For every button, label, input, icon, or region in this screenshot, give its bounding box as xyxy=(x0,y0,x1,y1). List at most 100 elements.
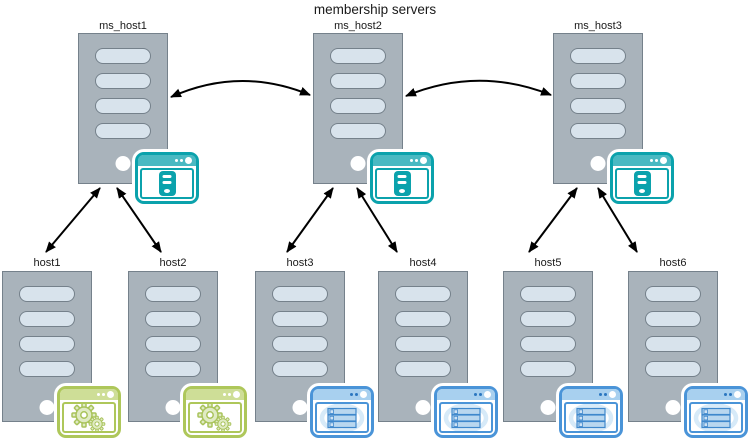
ms-host2-label: ms_host2 xyxy=(334,20,382,32)
window-dot-icon xyxy=(360,391,367,398)
storage-stack-icon xyxy=(319,404,365,431)
server-tower-host6 xyxy=(628,271,718,422)
window-content xyxy=(62,402,116,433)
drive-slot xyxy=(570,73,626,89)
drive-slot xyxy=(272,336,328,352)
power-button xyxy=(292,400,308,415)
storage-window-icon xyxy=(434,386,498,438)
drive-slot xyxy=(570,98,626,114)
storage-stack-icon xyxy=(443,404,489,431)
drive-slot xyxy=(272,361,328,377)
drive-slot xyxy=(272,286,328,302)
drive-slot xyxy=(520,311,576,327)
gears-window-icon xyxy=(57,386,121,438)
window-dot-icon xyxy=(223,393,226,396)
membership-server-window-icon xyxy=(135,152,199,204)
arrow-mshost3-host5 xyxy=(528,187,578,253)
drive-slot xyxy=(19,336,75,352)
host5-label: host5 xyxy=(534,257,562,269)
window-dot-icon xyxy=(355,393,358,396)
window-dot-icon xyxy=(102,393,105,396)
drive-slot xyxy=(95,48,151,64)
host1-label: host1 xyxy=(33,257,61,269)
host2-label: host2 xyxy=(159,257,187,269)
arrow-mshost1-host2 xyxy=(116,187,162,253)
window-dot-icon xyxy=(420,157,427,164)
window-dot-icon xyxy=(479,393,482,396)
drive-slot xyxy=(645,361,701,377)
window-dot-icon xyxy=(729,393,732,396)
drive-slot xyxy=(145,286,201,302)
power-button xyxy=(115,156,131,171)
membership-server-window-icon xyxy=(370,152,434,204)
window-content xyxy=(315,402,369,433)
window-dot-icon xyxy=(609,391,616,398)
window-content xyxy=(689,402,743,433)
window-titlebar xyxy=(313,389,371,400)
storage-window-icon xyxy=(684,386,748,438)
window-dot-icon xyxy=(604,393,607,396)
drive-slot xyxy=(520,361,576,377)
window-content xyxy=(375,168,429,199)
power-button xyxy=(350,156,366,171)
drive-slot xyxy=(330,73,386,89)
drive-slot xyxy=(145,311,201,327)
power-button xyxy=(665,400,681,415)
drive-slot xyxy=(330,98,386,114)
window-dot-icon xyxy=(228,393,231,396)
window-titlebar xyxy=(60,389,118,400)
server-tower-ms-host3 xyxy=(553,33,643,184)
arrow-mshost2-host3 xyxy=(286,187,334,253)
gears-window-icon xyxy=(183,386,247,438)
window-titlebar xyxy=(373,155,431,166)
window-content xyxy=(439,402,493,433)
arrow-mshost2-host4 xyxy=(356,187,398,253)
drive-slot xyxy=(145,361,201,377)
gears-icon xyxy=(197,404,232,431)
drive-slot xyxy=(645,336,701,352)
host3-label: host3 xyxy=(286,257,314,269)
window-content xyxy=(564,402,618,433)
window-dot-icon xyxy=(484,391,491,398)
drive-slot xyxy=(395,286,451,302)
arrow-mshost1-mshost2 xyxy=(170,80,311,98)
drive-slot xyxy=(570,48,626,64)
window-content xyxy=(140,168,194,199)
drive-slot xyxy=(570,123,626,139)
arrow-mshost1-host1 xyxy=(45,187,101,253)
host6-label: host6 xyxy=(659,257,687,269)
window-dot-icon xyxy=(474,393,477,396)
server-tower-host4 xyxy=(378,271,468,422)
window-dot-icon xyxy=(655,159,658,162)
window-dot-icon xyxy=(650,159,653,162)
drive-slot xyxy=(645,311,701,327)
host4-label: host4 xyxy=(409,257,437,269)
window-titlebar xyxy=(613,155,671,166)
window-dot-icon xyxy=(410,159,413,162)
power-button xyxy=(39,400,55,415)
power-button xyxy=(415,400,431,415)
mini-server-icon xyxy=(633,171,651,196)
arrow-mshost3-host6 xyxy=(597,187,638,253)
power-button xyxy=(165,400,181,415)
drive-slot xyxy=(330,123,386,139)
drive-slot xyxy=(95,98,151,114)
window-dot-icon xyxy=(97,393,100,396)
drive-slot xyxy=(520,336,576,352)
ms-host1-label: ms_host1 xyxy=(99,20,147,32)
window-dot-icon xyxy=(734,391,741,398)
drive-slot xyxy=(520,286,576,302)
window-titlebar xyxy=(437,389,495,400)
power-button xyxy=(540,400,556,415)
drive-slot xyxy=(395,336,451,352)
drive-slot xyxy=(19,286,75,302)
window-dot-icon xyxy=(175,159,178,162)
window-dot-icon xyxy=(185,157,192,164)
window-titlebar xyxy=(687,389,745,400)
drive-slot xyxy=(95,123,151,139)
ms-host3-label: ms_host3 xyxy=(574,20,622,32)
window-titlebar xyxy=(138,155,196,166)
storage-stack-icon xyxy=(693,404,739,431)
storage-window-icon xyxy=(559,386,623,438)
